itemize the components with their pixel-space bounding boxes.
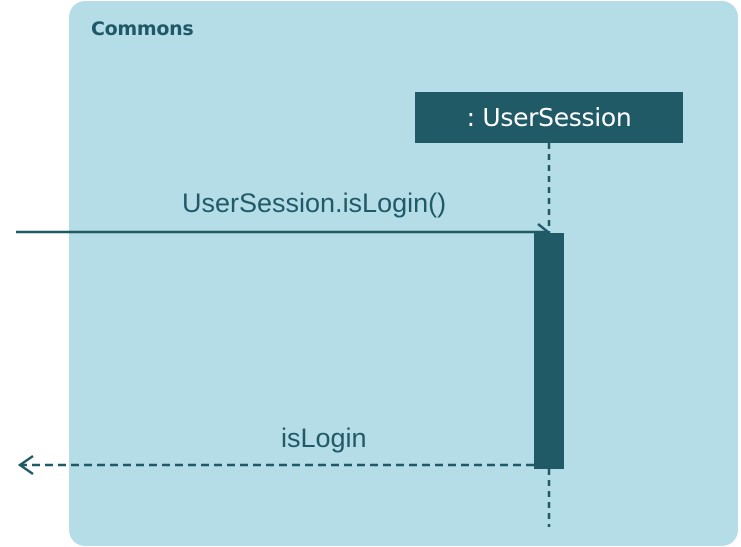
participant-usersession: : UserSession [415, 92, 683, 143]
participant-label: : UserSession [466, 103, 632, 132]
return-arrowhead [17, 454, 34, 476]
frame-title: Commons [91, 18, 194, 40]
return-message-label: isLogin [281, 423, 367, 453]
activation-bar [534, 233, 564, 469]
commons-frame [69, 1, 738, 546]
call-message-label: UserSession.isLogin() [182, 188, 447, 218]
call-arrowhead [537, 223, 551, 241]
